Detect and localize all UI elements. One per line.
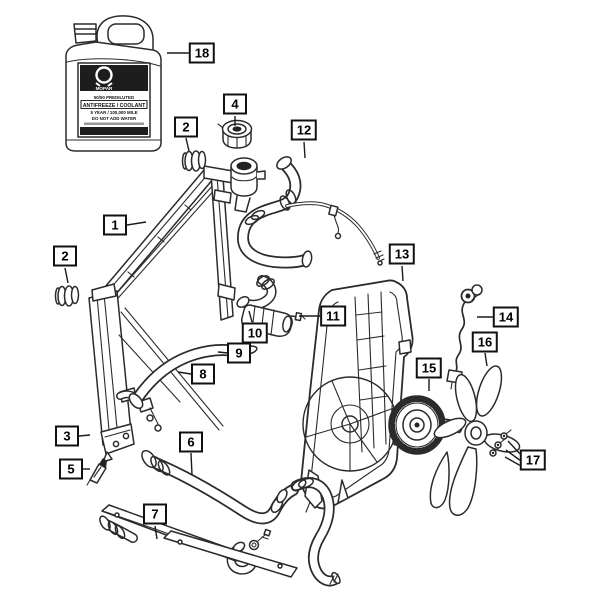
screws-drawing — [489, 429, 512, 457]
grommet-left-drawing — [54, 285, 80, 307]
radiator-drawing — [88, 157, 266, 463]
callout-3[interactable]: 3 — [55, 425, 79, 447]
callout-12[interactable]: 12 — [290, 119, 318, 141]
callout-2-left[interactable]: 2 — [53, 245, 77, 267]
callout-1[interactable]: 1 — [103, 214, 127, 236]
jug-label-line1: 50/50 PREDILUTED — [94, 95, 134, 100]
support-bracket-drawing — [99, 504, 298, 578]
jug-label-line3: 5 YEAR / 100,000 MILE — [90, 110, 137, 115]
callout-4[interactable]: 4 — [223, 93, 247, 115]
coolant-jug-drawing: MOPAR 50/50 PREDILUTED ANTIFREEZE / COOL… — [65, 15, 162, 152]
upper-hose-drawing — [237, 156, 385, 269]
callout-8[interactable]: 8 — [191, 363, 215, 385]
callout-17[interactable]: 17 — [519, 449, 547, 471]
callout-7[interactable]: 7 — [143, 503, 167, 525]
callout-16[interactable]: 16 — [471, 331, 499, 353]
leader-lines — [64, 52, 522, 540]
callout-11[interactable]: 11 — [320, 305, 346, 327]
fan-blade-drawing — [429, 365, 521, 516]
jug-brand-text: MOPAR — [96, 86, 113, 91]
callout-10[interactable]: 10 — [241, 322, 269, 344]
callout-18[interactable]: 18 — [188, 42, 216, 64]
radiator-cap-drawing — [217, 119, 253, 149]
callout-5[interactable]: 5 — [59, 458, 83, 480]
jug-label-line2: ANTIFREEZE / COOLANT — [83, 103, 146, 109]
callout-2-upper[interactable]: 2 — [174, 116, 198, 138]
callout-13[interactable]: 13 — [388, 243, 416, 265]
callout-6[interactable]: 6 — [179, 431, 203, 453]
jug-label-line4: DO NOT ADD WATER — [92, 116, 137, 121]
callout-15[interactable]: 15 — [415, 357, 443, 379]
callout-9[interactable]: 9 — [227, 342, 251, 364]
grommet-upper-drawing — [181, 150, 207, 172]
clip-drawing — [86, 458, 107, 486]
callout-14[interactable]: 14 — [492, 306, 520, 328]
